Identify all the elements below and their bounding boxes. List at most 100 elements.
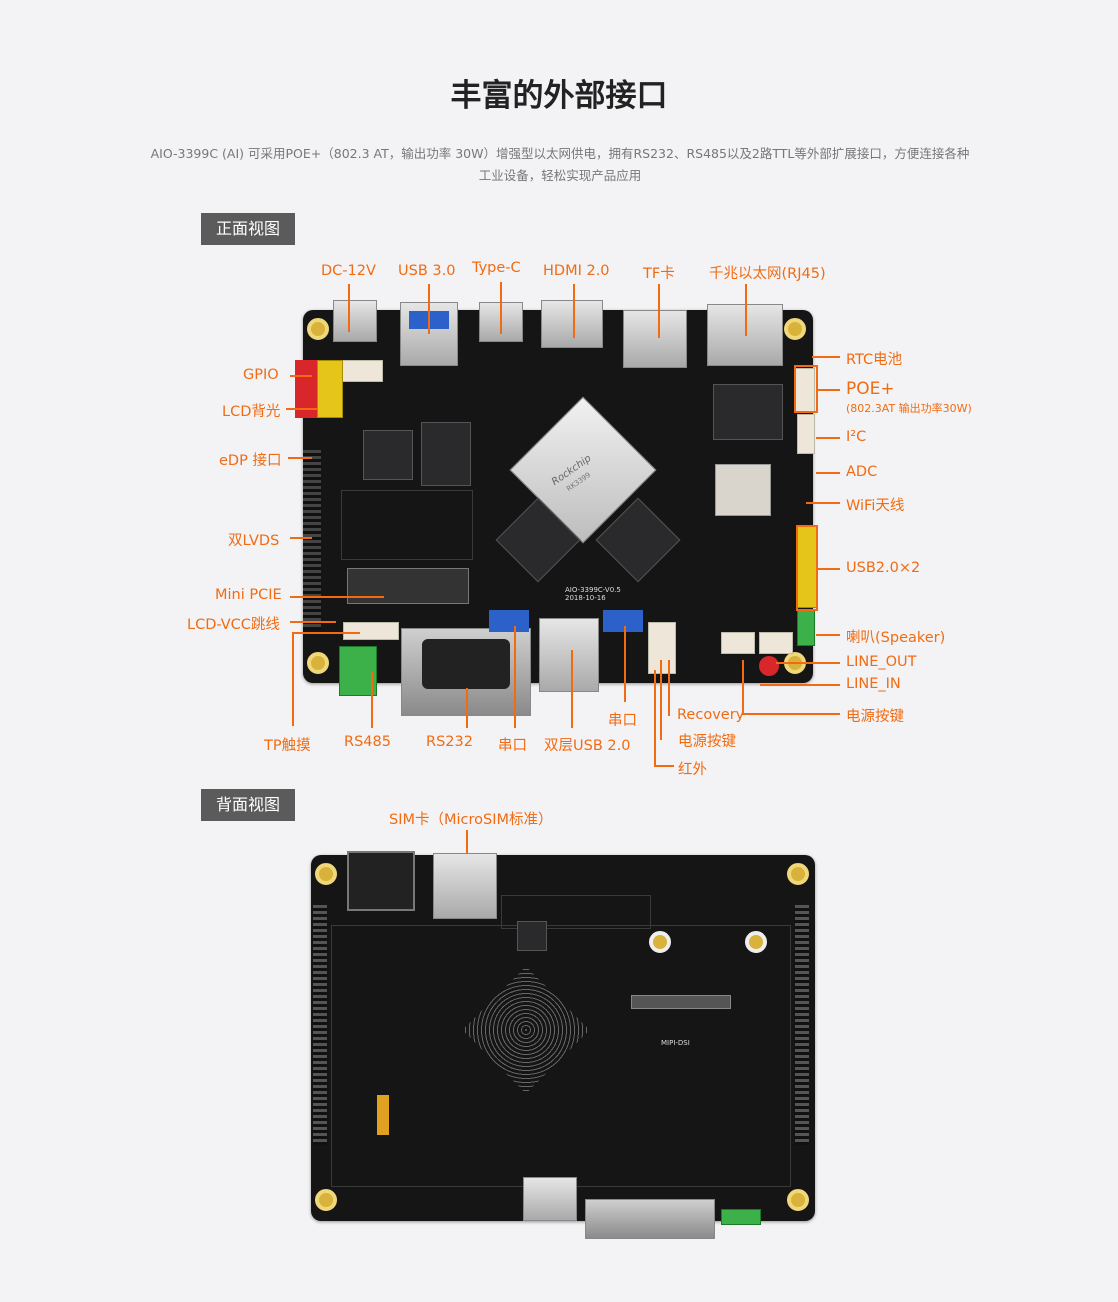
label-lcd-vcc: LCD-VCC跳线 — [187, 617, 280, 633]
label-dc-12v: DC-12V — [321, 263, 376, 279]
leader-line — [292, 632, 294, 726]
connector — [341, 360, 383, 382]
leader-line — [742, 660, 744, 714]
label-sim: SIM卡（MicroSIM标准） — [389, 812, 553, 828]
jack — [649, 931, 671, 953]
board-outline — [501, 895, 651, 929]
leader-line — [288, 457, 312, 459]
dc-jack — [333, 300, 377, 342]
page-title: 丰富的外部接口 — [450, 78, 668, 114]
leader-line — [760, 684, 840, 686]
label-tf: TF卡 — [643, 266, 675, 282]
db9-back — [585, 1199, 715, 1239]
label-rtc: RTC电池 — [846, 352, 903, 368]
leader-line — [816, 634, 840, 636]
capacitor — [377, 1095, 389, 1135]
leader-line — [812, 356, 840, 358]
leader-line — [290, 596, 384, 598]
label-usb2x2: USB2.0×2 — [846, 560, 921, 576]
leader-line — [428, 284, 430, 334]
uart-header — [489, 610, 529, 632]
chip — [713, 384, 783, 440]
mipi-dsi-label: MIPI-DSI — [661, 1039, 690, 1047]
leader-line — [292, 632, 360, 634]
leader-line — [573, 284, 575, 338]
board-version-text: AIO-3399C-V0.5 — [565, 586, 621, 594]
leader-line — [290, 621, 336, 623]
leader-line — [816, 437, 840, 439]
leader-line — [660, 660, 662, 740]
label-mini-pcie: Mini PCIE — [215, 587, 282, 603]
leader-line — [571, 650, 573, 728]
pin-header — [313, 905, 327, 1145]
hdmi-port — [541, 300, 603, 348]
description-line: 工业设备，轻松实现产品应用 — [478, 168, 642, 183]
front-view-tag: 正面视图 — [201, 213, 295, 245]
mount-hole — [315, 863, 337, 885]
tf-slot — [623, 310, 687, 368]
label-dual-usb2: 双层USB 2.0 — [544, 738, 631, 754]
gpio-header — [295, 360, 317, 418]
leader-line — [654, 670, 656, 766]
speaker-connector — [797, 610, 815, 646]
label-line-out: LINE_OUT — [846, 654, 917, 670]
leader-line — [371, 672, 373, 728]
board-date-text: 2018-10-16 — [565, 594, 606, 602]
leader-line — [658, 284, 660, 338]
label-rs232: RS232 — [426, 734, 473, 750]
label-uart-2: 串口 — [608, 713, 637, 729]
label-i2c: I²C — [846, 429, 867, 445]
leader-line — [500, 282, 502, 334]
rs485-terminal — [339, 646, 377, 696]
mount-hole — [784, 318, 806, 340]
label-poe-spec: (802.3AT 输出功率30W) — [846, 402, 972, 415]
label-dual-lvds: 双LVDS — [228, 533, 280, 549]
leader-line — [745, 284, 747, 336]
label-recovery: Recovery — [677, 707, 745, 723]
leader-line — [624, 626, 626, 702]
mount-hole — [787, 863, 809, 885]
mount-hole — [307, 652, 329, 674]
mount-hole — [315, 1189, 337, 1211]
leader-line — [806, 502, 840, 504]
label-rs485: RS485 — [344, 734, 391, 750]
connector — [721, 632, 755, 654]
label-hdmi: HDMI 2.0 — [543, 263, 610, 279]
jack — [745, 931, 767, 953]
wifi-module — [715, 464, 771, 516]
description: AIO-3399C (AI) 可采用POE+（802.3 AT，输出功率 30W… — [150, 143, 970, 187]
rj45-back — [347, 851, 415, 911]
leader-line — [818, 568, 840, 570]
highlight-box — [794, 365, 818, 413]
label-poe: POE+ — [846, 379, 895, 399]
leader-line — [742, 713, 840, 715]
back-board-image: MIPI-DSI — [311, 851, 815, 1239]
label-wifi-antenna: WiFi天线 — [846, 498, 905, 514]
ir-led — [759, 656, 779, 676]
description-line: AIO-3399C (AI) 可采用POE+（802.3 AT，输出功率 30W… — [150, 146, 970, 161]
back-view-tag: 背面视图 — [201, 789, 295, 821]
label-tp-touch: TP触摸 — [264, 738, 311, 754]
dual-usb2 — [539, 618, 599, 692]
mount-hole — [787, 1189, 809, 1211]
label-power-button: 电源按键 — [846, 709, 904, 725]
uart-header — [603, 610, 643, 632]
label-infrared: 红外 — [678, 762, 707, 778]
leader-line — [348, 284, 350, 332]
lcd-backlight-header — [317, 360, 343, 418]
usb-back — [523, 1177, 577, 1221]
leader-line — [776, 662, 840, 664]
label-adc: ADC — [846, 464, 878, 480]
module-outline — [341, 490, 473, 560]
chip — [363, 430, 413, 480]
sim-slot — [433, 853, 497, 919]
connector — [759, 632, 793, 654]
leader-line — [818, 389, 840, 391]
leader-line — [668, 660, 670, 716]
terminal-back — [721, 1209, 761, 1225]
i2c-connector — [797, 414, 815, 454]
label-gpio: GPIO — [243, 367, 279, 383]
mount-hole — [307, 318, 329, 340]
leader-line — [290, 537, 312, 539]
